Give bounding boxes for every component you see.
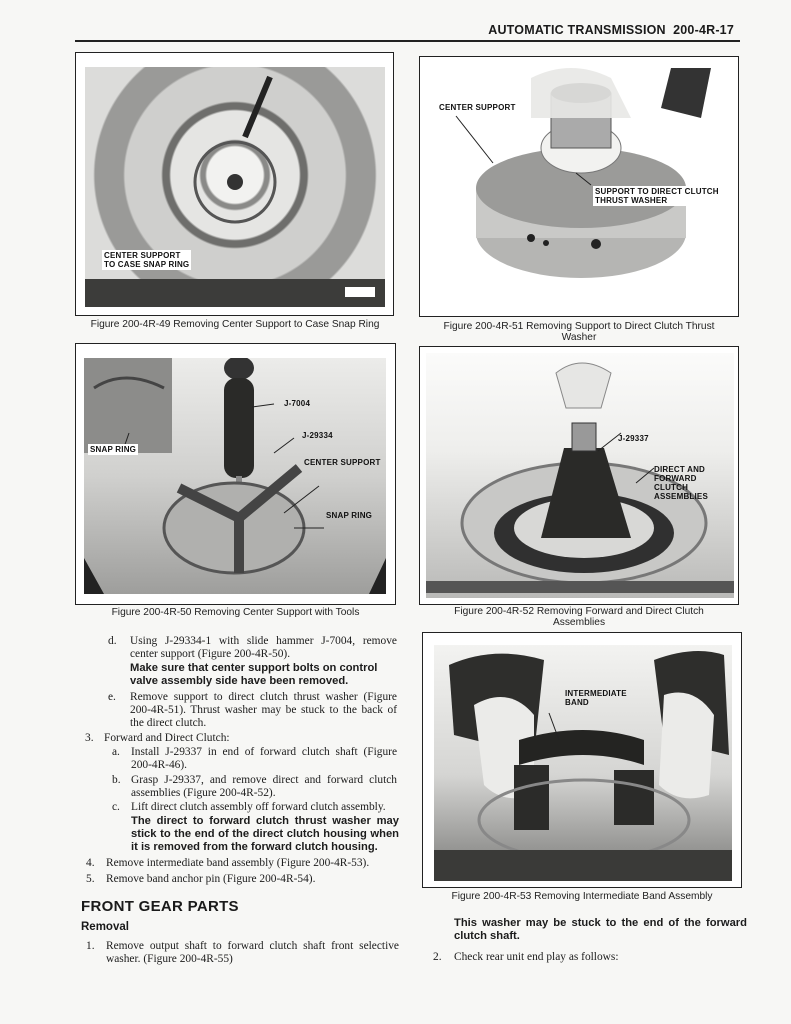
photo-intermediate-band: INTERMEDIATE BAND [434,645,732,881]
step-2-text: Check rear unit end play as follows: [454,951,619,963]
callout-j-7004: J-7004 [284,399,311,408]
clutch-puller-illustration [426,362,734,593]
caption-fig-49: Figure 200-4R-49 Removing Center Support… [90,319,380,330]
step-3a-text: Install J-29337 in end of forward clutch… [131,746,397,771]
step-3b-text: Grasp J-29337, and remove direct and for… [131,774,397,799]
figure-200-4r-51: CENTER SUPPORT SUPPORT TO DIRECT CLUTCH … [419,56,739,317]
slide-hammer-illustration [84,358,386,594]
step-5-marker: 5. [86,873,95,885]
caption-fig-52: Figure 200-4R-52 Removing Forward and Di… [454,606,704,628]
step-3c-marker: c. [112,801,120,813]
photo-clutch-assemblies: J-29337 DIRECT AND FORWARD CLUTCH ASSEMB… [426,353,734,598]
figure-200-4r-52: J-29337 DIRECT AND FORWARD CLUTCH ASSEMB… [419,346,739,605]
callout-center-support: CENTER SUPPORT [304,458,381,467]
step-1-marker: 1. [86,940,95,952]
callout-thrust-washer: SUPPORT TO DIRECT CLUTCH THRUST WASHER [593,186,721,206]
step-5-text: Remove band anchor pin (Figure 200-4R-54… [106,873,316,885]
step-d-note: Make sure that center support bolts on c… [130,662,378,687]
figure-200-4r-49: CENTER SUPPORT TO CASE SNAP RING [75,52,394,316]
section-title-front-gear-parts: FRONT GEAR PARTS [81,898,239,915]
snap-ring-tool-icon [85,75,385,307]
callout-center-support-snap-ring: CENTER SUPPORT TO CASE SNAP RING [102,250,192,270]
step-2-marker: 2. [433,951,442,963]
step-e-marker: e. [108,691,116,703]
step-e-text: Remove support to direct clutch thrust w… [130,691,397,729]
step-3-marker: 3. [85,732,94,744]
step-3a-marker: a. [112,746,120,758]
callout-center-support: CENTER SUPPORT [439,103,516,112]
step-d-text: Using J-29334-1 with slide hammer J-7004… [130,635,397,660]
step-3c-note: The direct to forward clutch thrust wash… [131,815,399,853]
step-1-text: Remove output shaft to forward clutch sh… [106,940,399,965]
header-title: AUTOMATIC TRANSMISSION 200-4R-17 [488,23,734,37]
callout-snap-ring: SNAP RING [326,511,373,520]
caption-fig-53: Figure 200-4R-53 Removing Intermediate B… [451,891,713,902]
callout-j-29334: J-29334 [302,431,333,440]
washer-note: This washer may be stuck to the end of t… [454,917,747,942]
step-3b-marker: b. [112,774,121,786]
caption-fig-50: Figure 200-4R-50 Removing Center Support… [111,607,360,618]
step-3-text: Forward and Direct Clutch: [104,732,230,744]
callout-intermediate-band: INTERMEDIATE BAND [565,689,627,707]
step-d-marker: d. [108,635,117,647]
page-header: AUTOMATIC TRANSMISSION 200-4R-17 [75,22,740,42]
photo-thrust-washer: CENTER SUPPORT SUPPORT TO DIRECT CLUTCH … [421,58,737,315]
callout-clutch-assemblies: DIRECT AND FORWARD CLUTCH ASSEMBLIES [654,465,709,501]
intermediate-band-illustration [434,651,732,881]
callout-snap-ring-inset: SNAP RING [88,444,139,455]
callout-j-29337: J-29337 [618,434,649,443]
subsection-title-removal: Removal [81,921,129,933]
photo-center-support-snap-ring: CENTER SUPPORT TO CASE SNAP RING [85,67,385,307]
step-4-text: Remove intermediate band assembly (Figur… [106,857,370,869]
photo-center-support-tools: J-7004 J-29334 SNAP RING CENTER SUPPORT … [84,358,386,594]
figure-200-4r-50: J-7004 J-29334 SNAP RING CENTER SUPPORT … [75,343,396,605]
step-3c-text: Lift direct clutch assembly off forward … [131,801,386,813]
caption-fig-51: Figure 200-4R-51 Removing Support to Dir… [443,321,715,343]
step-4-marker: 4. [86,857,95,869]
figure-200-4r-53: INTERMEDIATE BAND [422,632,742,888]
